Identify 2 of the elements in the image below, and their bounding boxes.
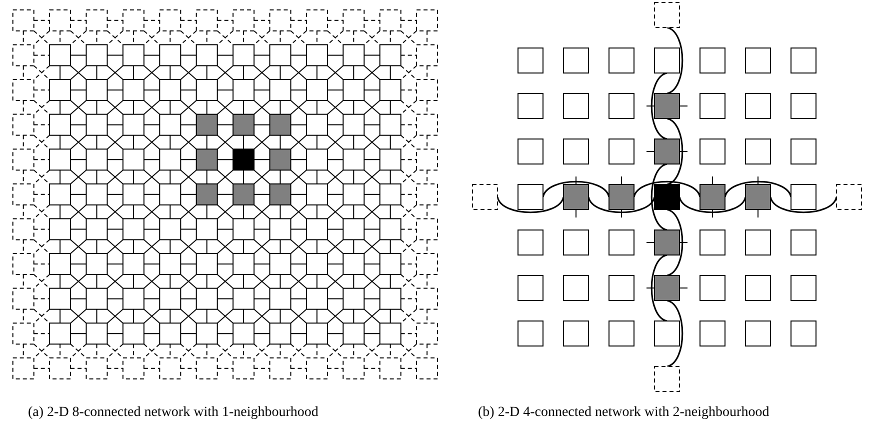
- figure-caption: (a) 2-D 8-connected network with 1-neighbourhood: [28, 404, 320, 422]
- figure-caption: (b) 2-D 4-connected network with 2-neighbourhood: [478, 404, 770, 422]
